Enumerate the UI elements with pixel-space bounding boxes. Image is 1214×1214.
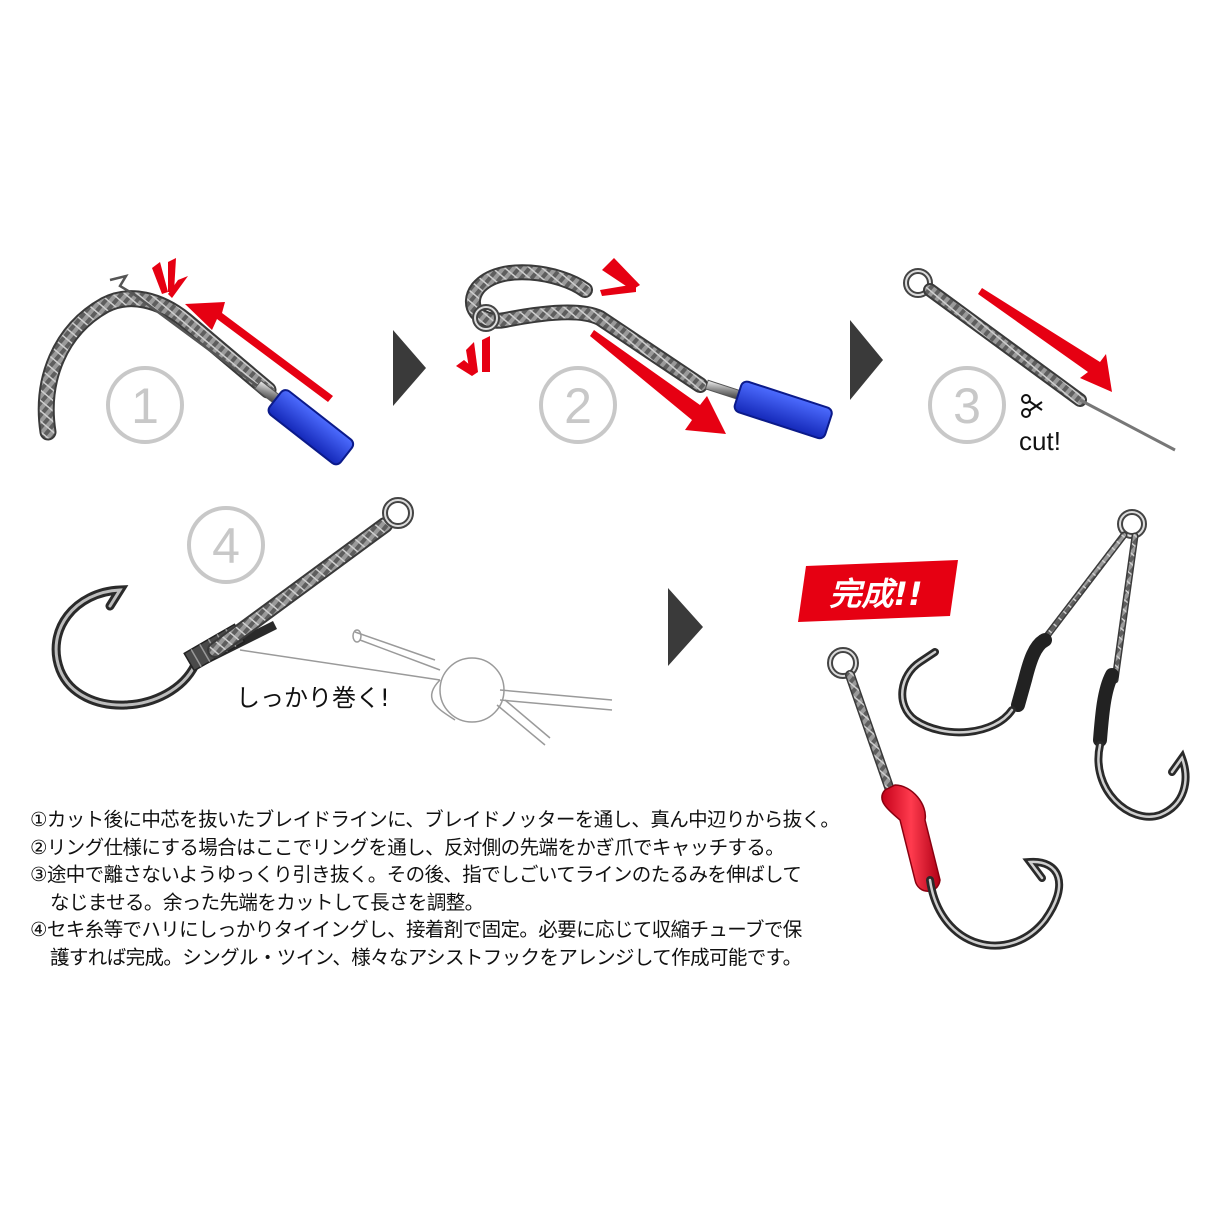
cut-end-wire xyxy=(1079,398,1176,452)
complete-badge-bg xyxy=(798,560,958,622)
emphasis-marks xyxy=(152,258,188,298)
step-2-number: 2 xyxy=(564,378,592,434)
step-1-panel: 1 xyxy=(37,258,355,466)
complete-panel: 完成!! xyxy=(798,509,1190,950)
step-4-number: 4 xyxy=(212,518,240,574)
scissors-icon xyxy=(1021,394,1043,418)
complete-badge: 完成!! xyxy=(829,575,922,613)
instruction-4-continued: 護すれば完成。シングル・ツイン、様々なアシストフックをアレンジして作成可能です。 xyxy=(50,945,802,969)
instruction-2: ②リング仕様にする場合はここでリングを通し、反対側の先端をかぎ爪でキャッチする。 xyxy=(30,835,785,859)
step-arrow-icon xyxy=(393,330,426,406)
shrink-tube xyxy=(881,784,941,892)
pull-arrow xyxy=(185,302,333,402)
step-2-number-circle xyxy=(539,366,617,444)
knotter-wire xyxy=(109,274,271,397)
step-3-number: 3 xyxy=(953,378,981,434)
instructions: ①カット後に中芯を抜いたブレイドラインに、ブレイドノッターを通し、真ん中辺りから… xyxy=(30,806,870,971)
instruction-4: ④セキ糸等でハリにしっかりタイイングし、接着剤で固定。必要に応じて収縮チューブで… xyxy=(30,918,802,941)
emphasis-marks xyxy=(456,258,640,376)
step-4-number-circle xyxy=(187,506,265,584)
step-2-panel: 2 xyxy=(456,258,833,444)
pull-arrow xyxy=(590,330,726,434)
twin-assist-hook xyxy=(898,509,1190,821)
step-3-panel: 3 cut! xyxy=(903,268,1176,456)
step-1-number: 1 xyxy=(131,378,159,434)
braid-knotter-tool xyxy=(254,379,355,466)
instruction-3-continued: なじませる。余った先端をカットして長さを調整。 xyxy=(50,890,484,914)
braid-knotter-tool xyxy=(704,379,833,440)
step-1-number-circle xyxy=(106,366,184,444)
wrap-label: しっかり巻く! xyxy=(236,684,390,712)
step-arrow-icon xyxy=(850,320,883,400)
cut-label: cut! xyxy=(1019,426,1061,456)
pull-arrow xyxy=(978,288,1112,392)
instruction-3: ③途中で離さないようゆっくり引き抜く。その後、指でしごいてラインのたるみを伸ばし… xyxy=(30,863,802,886)
step-4-panel: 4 しっかり巻く! xyxy=(51,497,613,746)
single-assist-hook xyxy=(827,647,1064,950)
step-arrow-icon xyxy=(668,588,703,666)
bobbin-holder xyxy=(239,629,613,746)
step-3-number-circle xyxy=(928,366,1006,444)
instruction-1: ①カット後に中芯を抜いたブレイドラインに、ブレイドノッターを通し、真ん中辺りから… xyxy=(30,808,840,831)
